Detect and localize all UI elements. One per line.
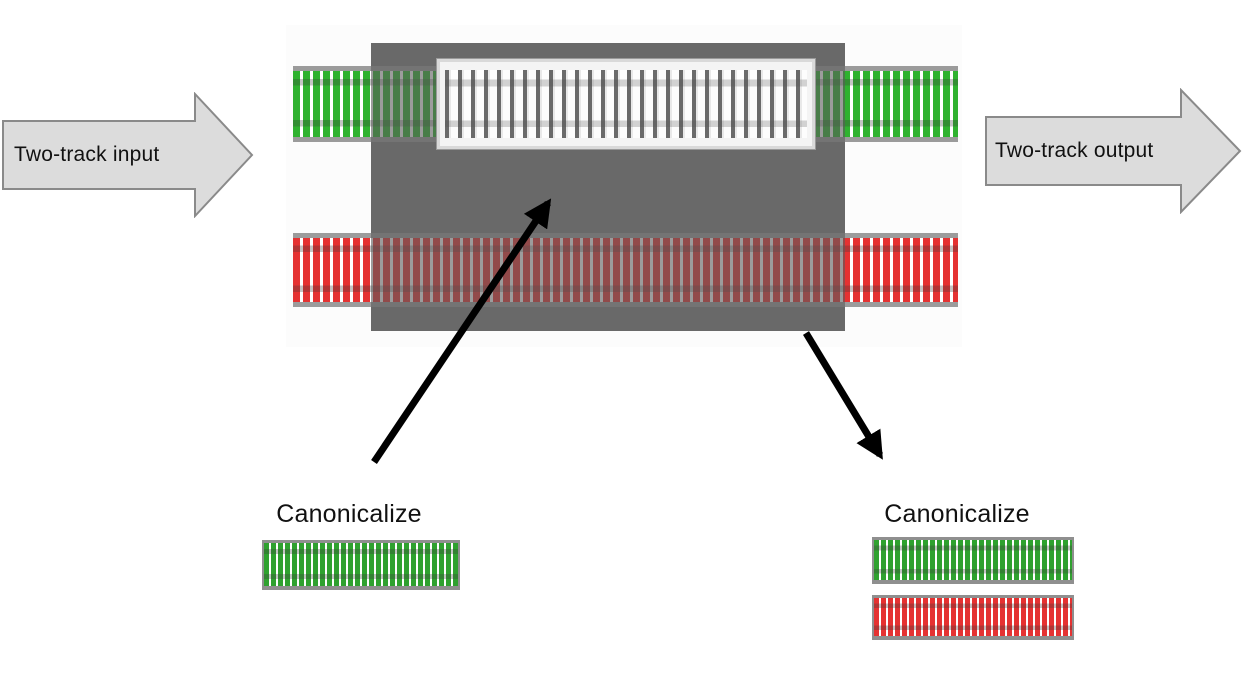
output-block-arrow: Two-track output (985, 88, 1242, 214)
left-callout-green-ties (264, 543, 458, 586)
canonicalize-label-right: Canonicalize (884, 500, 1030, 528)
right-callout-green-track (872, 537, 1074, 584)
input-block-arrow: Two-track input (2, 92, 254, 218)
callout-arrow-right-icon (803, 331, 883, 460)
output-arrow-label: Two-track output (995, 139, 1154, 162)
input-block-arrow-shape (2, 92, 254, 218)
left-callout-green-track (262, 540, 460, 590)
right-callout-red-track (872, 595, 1074, 640)
white-track-ties (445, 70, 807, 138)
input-arrow-label: Two-track input (14, 143, 160, 166)
white-track-segment (436, 58, 816, 150)
right-callout-red-ties (874, 598, 1072, 636)
right-callout-green-ties (874, 540, 1072, 580)
red-track-dim-overlay (371, 233, 845, 307)
canonicalize-label-left: Canonicalize (276, 500, 422, 528)
output-block-arrow-shape (985, 88, 1242, 214)
